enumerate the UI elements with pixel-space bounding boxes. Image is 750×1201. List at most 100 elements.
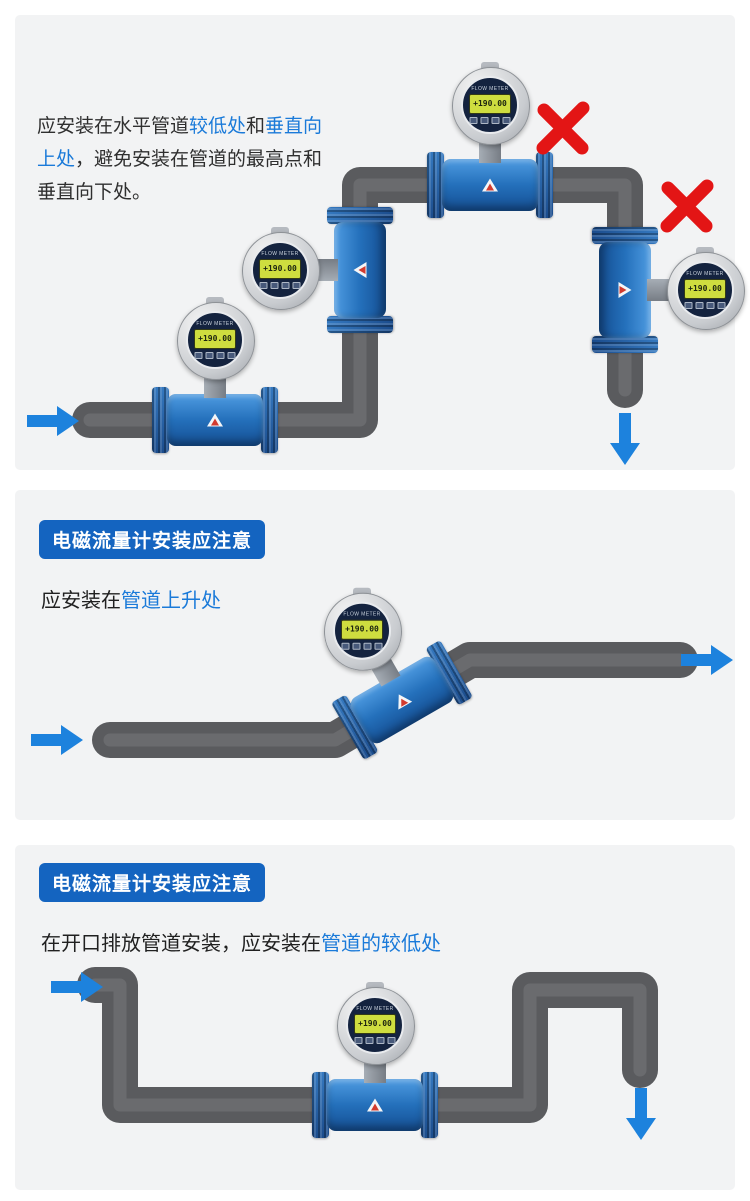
flow-meter-low-horizontal: FLOW METER +190.00 xyxy=(150,297,280,454)
caption-highlight: 管道的较低处 xyxy=(321,933,441,955)
meter-brand-label: FLOW METER xyxy=(356,1006,394,1012)
rising-pipe-caption: 应安装在管道上升处 xyxy=(41,584,221,613)
meter-brand-label: FLOW METER xyxy=(686,271,724,277)
flow-arrow-right-icon xyxy=(681,645,733,675)
meter-button xyxy=(717,302,726,309)
flow-meter-low-point: FLOW METER +190.00 xyxy=(310,982,440,1139)
flow-arrow-right-icon xyxy=(27,406,79,436)
meter-buttons xyxy=(194,352,236,359)
meter-display-head: FLOW METER +190.00 xyxy=(242,227,320,310)
caption-run: 应安装在 xyxy=(41,590,121,612)
flow-meter-high-point: FLOW METER +190.00 xyxy=(425,62,555,219)
meter-button xyxy=(354,1037,363,1044)
meter-button xyxy=(259,282,268,289)
meter-button xyxy=(227,352,236,359)
rule-text-run: 应安装在水平管道 xyxy=(37,116,190,137)
meter-flange xyxy=(592,336,658,353)
flow-arrow-right-icon xyxy=(31,725,83,755)
open-discharge-caption: 在开口排放管道安装，应安装在管道的较低处 xyxy=(41,927,441,956)
meter-face: FLOW METER +190.00 xyxy=(251,241,309,299)
meter-face: FLOW METER +190.00 xyxy=(333,601,391,660)
flow-arrow-down-icon xyxy=(626,1088,656,1140)
flow-arrow-right-icon xyxy=(51,972,103,1002)
flow-arrow-down-icon xyxy=(610,413,640,465)
meter-button xyxy=(374,642,383,650)
meter-flange xyxy=(312,1072,329,1138)
pipe-sheen xyxy=(88,978,647,1112)
meter-button xyxy=(706,302,715,309)
caption-highlight: 管道上升处 xyxy=(121,590,221,612)
meter-button xyxy=(270,282,279,289)
rule-text-run: 和 xyxy=(246,116,266,137)
meter-body xyxy=(442,159,538,211)
meter-lcd-screen: +190.00 xyxy=(469,94,511,114)
meter-brand-label: FLOW METER xyxy=(261,251,299,257)
panel-rising-pipe: 电磁流量计安装应注意 应安装在管道上升处 FLOW METER +190.00 xyxy=(15,490,735,820)
meter-lcd-screen: +190.00 xyxy=(194,329,236,349)
meter-body xyxy=(167,394,263,446)
meter-button xyxy=(684,302,693,309)
rule-text-highlight: 垂直向上处 xyxy=(37,116,323,170)
notice-badge: 电磁流量计安装应注意 xyxy=(39,863,266,902)
panel-horizontal-install: 应安装在水平管道较低处和垂直向上处，避免安装在管道的最高点和垂直向下处。 FLO… xyxy=(15,15,745,470)
meter-flange xyxy=(152,387,169,453)
meter-button xyxy=(216,352,225,359)
meter-brand-label: FLOW METER xyxy=(343,611,381,618)
notice-badge: 电磁流量计安装应注意 xyxy=(39,520,266,559)
meter-button xyxy=(502,117,511,124)
panel-open-discharge: 电磁流量计安装应注意 在开口排放管道安装，应安装在管道的较低处 FLOW MET… xyxy=(15,845,735,1190)
pipe-diagram xyxy=(77,967,658,1123)
meter-buttons xyxy=(341,642,383,650)
meter-body xyxy=(334,222,386,318)
meter-display-head: FLOW METER +190.00 xyxy=(177,297,255,380)
error-cross-icon xyxy=(536,101,590,155)
meter-face: FLOW METER +190.00 xyxy=(186,311,244,369)
meter-display-head: FLOW METER +190.00 xyxy=(667,247,745,330)
caption-run: 在开口排放管道安装，应安装在 xyxy=(41,933,321,955)
meter-brand-label: FLOW METER xyxy=(196,321,234,327)
meter-lcd-screen: +190.00 xyxy=(341,619,383,640)
meter-button xyxy=(376,1037,385,1044)
error-cross-icon xyxy=(660,179,714,233)
meter-flange xyxy=(427,152,444,218)
meter-display-head: FLOW METER +190.00 xyxy=(337,982,415,1065)
meter-button xyxy=(387,1037,396,1044)
meter-display-head: FLOW METER +190.00 xyxy=(324,587,402,671)
meter-button xyxy=(469,117,478,124)
meter-flange xyxy=(536,152,553,218)
meter-body xyxy=(327,1079,423,1131)
install-rule-text: 应安装在水平管道较低处和垂直向上处，避免安装在管道的最高点和垂直向下处。 xyxy=(37,110,341,209)
meter-button xyxy=(480,117,489,124)
pipe-path xyxy=(77,967,658,1123)
meter-button xyxy=(205,352,214,359)
meter-button xyxy=(341,642,350,650)
meter-face: FLOW METER +190.00 xyxy=(346,996,404,1054)
meter-face: FLOW METER +190.00 xyxy=(461,76,519,134)
meter-button xyxy=(352,642,361,650)
meter-buttons xyxy=(354,1037,396,1044)
meter-lcd-screen: +190.00 xyxy=(684,279,726,299)
meter-button xyxy=(194,352,203,359)
rule-text-highlight: 较低处 xyxy=(189,116,247,137)
meter-button xyxy=(292,282,301,289)
meter-display-head: FLOW METER +190.00 xyxy=(452,62,530,145)
flow-meter-vertical-up: FLOW METER +190.00 xyxy=(242,205,394,335)
meter-flange xyxy=(261,387,278,453)
meter-body xyxy=(599,242,651,338)
meter-brand-label: FLOW METER xyxy=(471,86,509,92)
meter-flange xyxy=(421,1072,438,1138)
meter-buttons xyxy=(259,282,301,289)
rule-text-run: ，避免安装在管道的最高点和垂直向下处。 xyxy=(37,149,323,203)
meter-button xyxy=(365,1037,374,1044)
meter-flange xyxy=(327,316,393,333)
meter-lcd-screen: +190.00 xyxy=(259,259,301,279)
meter-button xyxy=(281,282,290,289)
flow-meter-vertical-down: FLOW METER +190.00 xyxy=(591,225,745,355)
meter-buttons xyxy=(684,302,726,309)
meter-button xyxy=(695,302,704,309)
meter-button xyxy=(491,117,500,124)
meter-buttons xyxy=(469,117,511,124)
meter-button xyxy=(363,642,372,650)
meter-lcd-screen: +190.00 xyxy=(354,1014,396,1034)
